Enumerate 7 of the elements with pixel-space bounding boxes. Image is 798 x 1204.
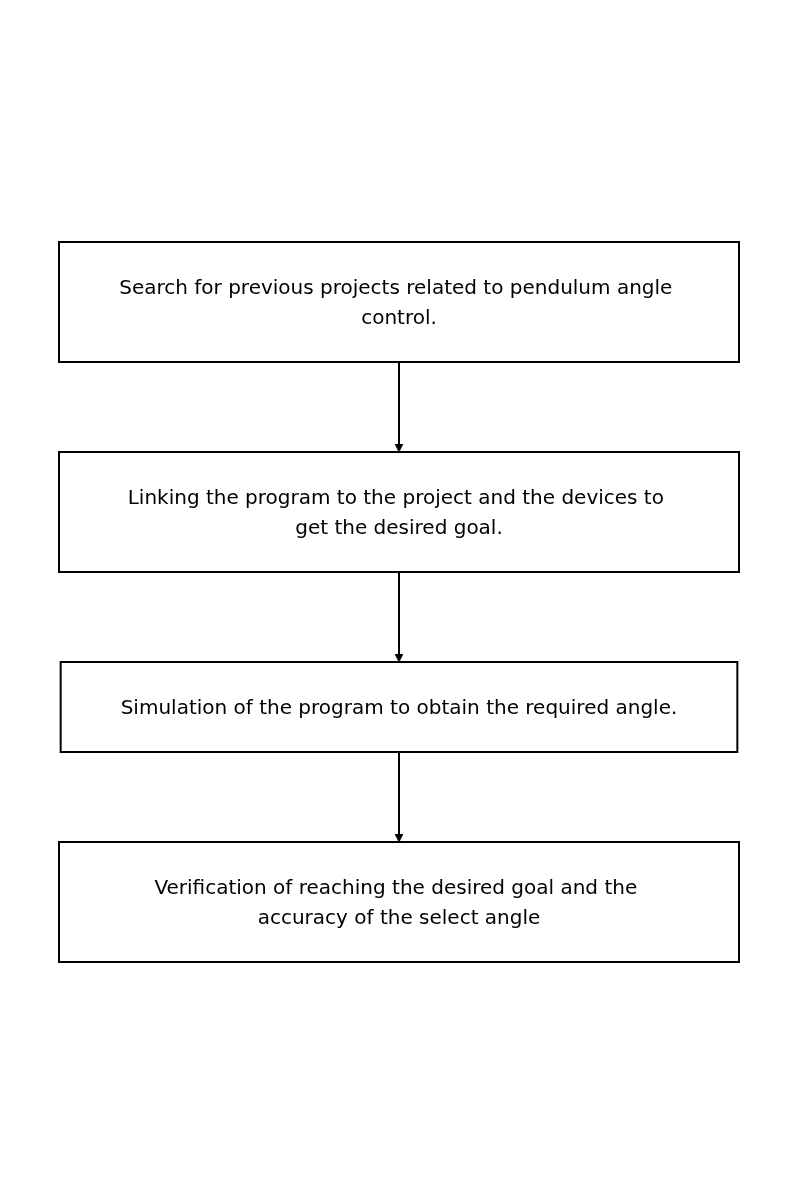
- arrow: [394, 751, 404, 843]
- arrow: [394, 571, 404, 663]
- node-box: Search for previous projects related to pendulum angle control.: [58, 241, 740, 363]
- node-box: Verification of reaching the desired goal and the accuracy of the select angle: [58, 841, 740, 963]
- node-box: Linking the program to the project and the devices to get the desired goal.: [58, 451, 740, 573]
- arrow: [394, 361, 404, 453]
- node-box: Simulation of the program to obtain the required angle.: [59, 661, 739, 753]
